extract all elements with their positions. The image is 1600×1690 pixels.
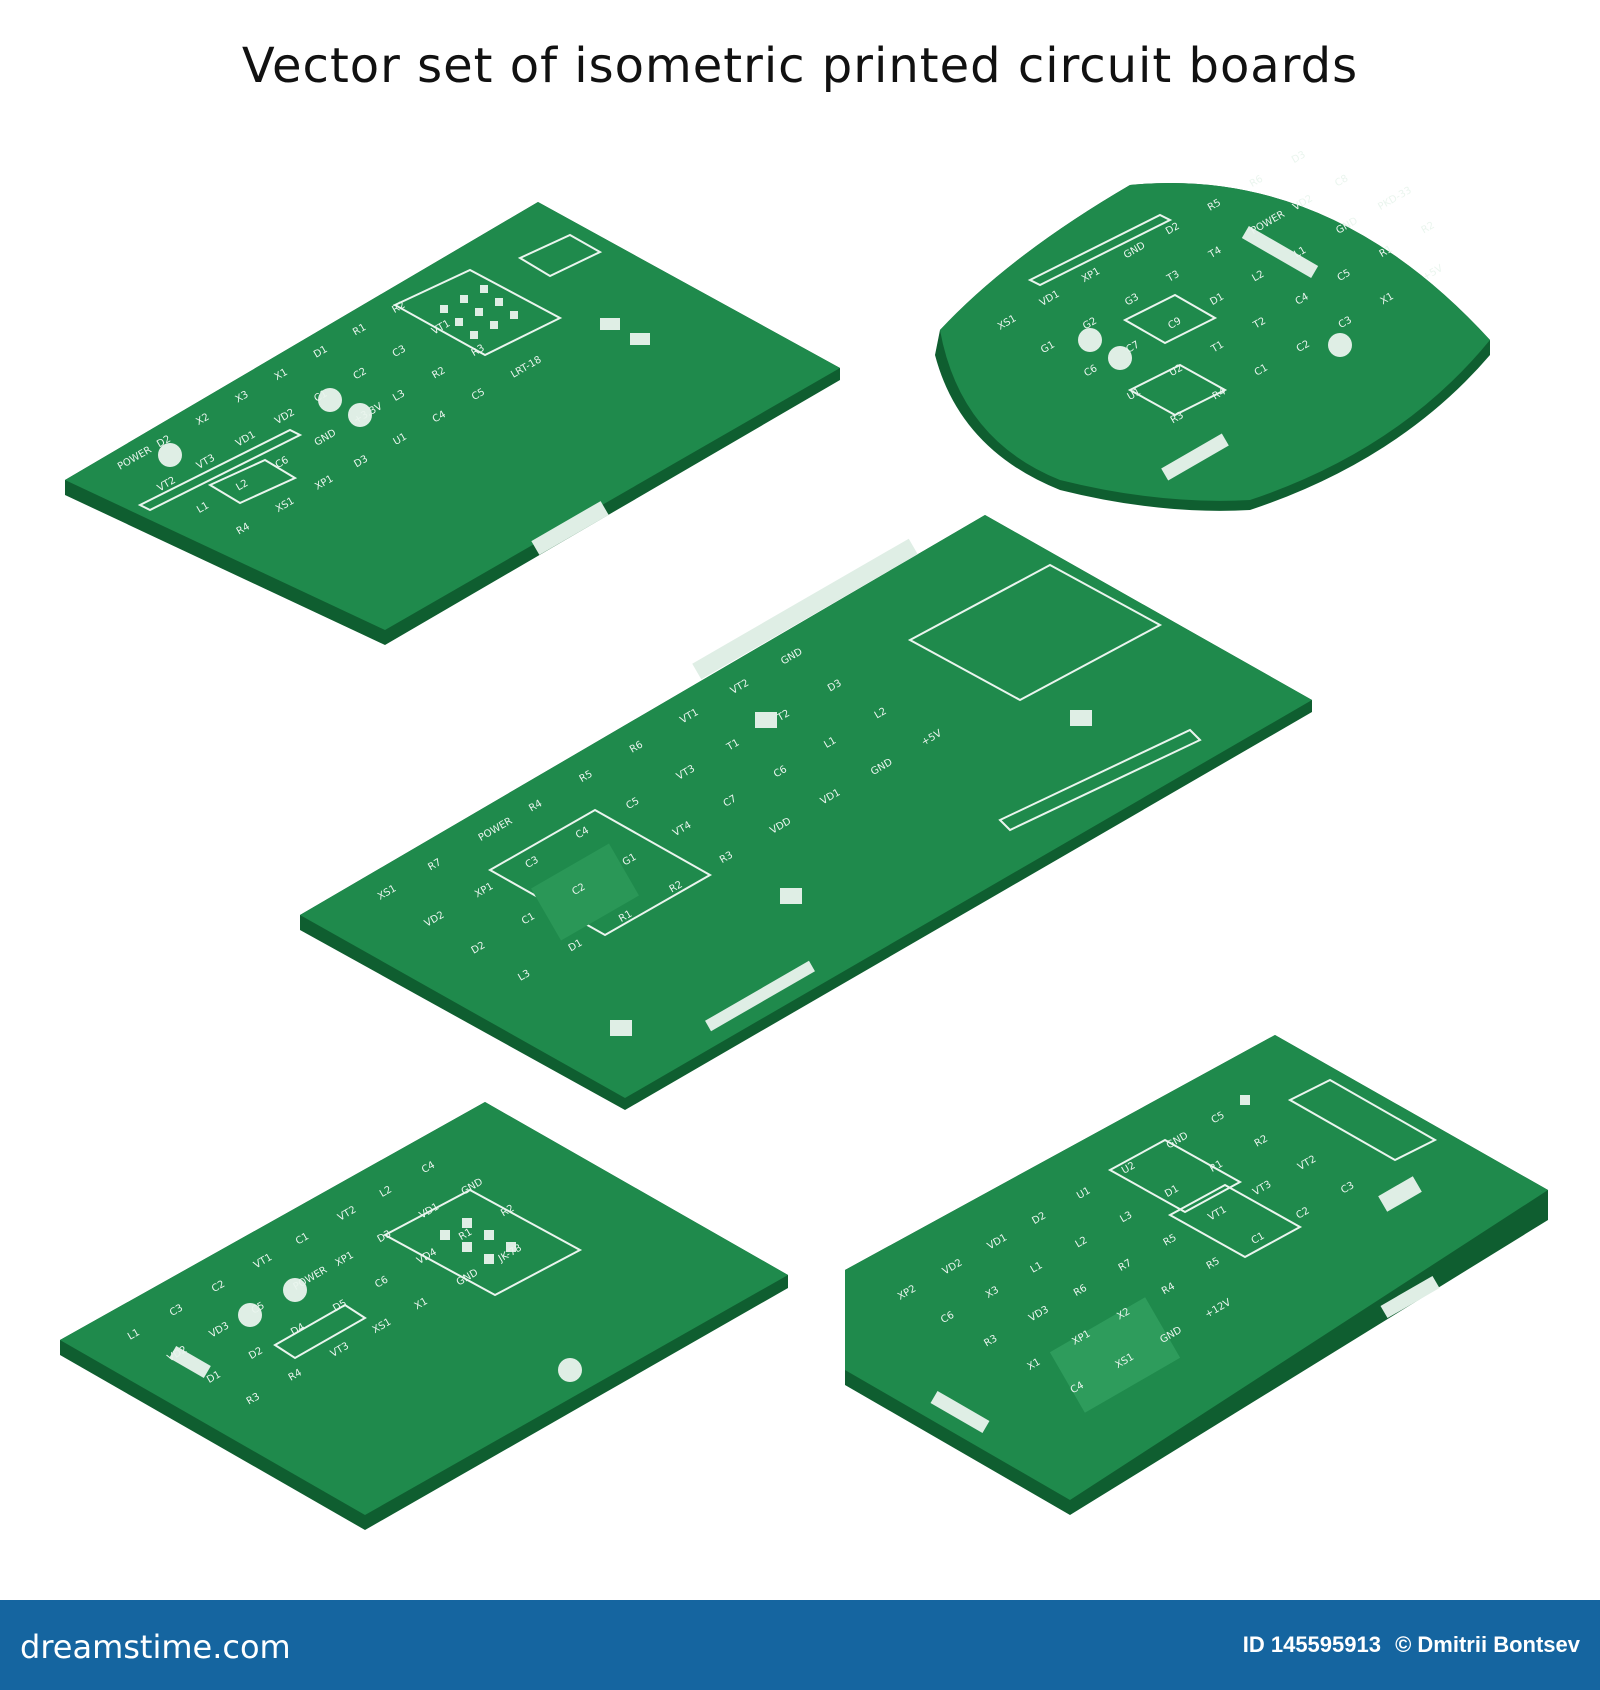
board-5 — [845, 1035, 1548, 1515]
board-2-silk-label: L2 — [1250, 269, 1266, 284]
page-title: Vector set of isometric printed circuit … — [241, 38, 1359, 94]
board-5-silk-label: L2 — [1074, 1235, 1090, 1250]
image-credit: ID 145595913 © Dmitrii Bontsev — [1235, 1632, 1580, 1658]
board-4-silk-label: L2 — [378, 1184, 394, 1199]
brand-logo-text[interactable]: dreamstime.com — [20, 1628, 291, 1666]
board-2-silk-label: R6 — [1248, 174, 1265, 190]
board-3-silk-label: L1 — [822, 735, 838, 750]
author-credit: © Dmitrii Bontsev — [1395, 1632, 1580, 1657]
board-3-silk-label: L2 — [873, 706, 889, 721]
board-4-silk-label: L1 — [126, 1327, 142, 1342]
board-1-silk-label: L2 — [234, 478, 250, 493]
board-4 — [60, 1102, 788, 1530]
board-1 — [65, 202, 840, 645]
board-5-silk-label: L3 — [1118, 1210, 1134, 1225]
board-2-silk-label: +5V — [1421, 263, 1445, 283]
board-2-silk-label: C8 — [1333, 173, 1350, 189]
pcb-illustration: POWERD2X2X3X1D1R1R2VT2VT3VD1VD2C1C2C3VT1… — [60, 149, 1548, 1530]
board-2-silk-label: R2 — [1420, 220, 1437, 236]
footer-bar: dreamstime.com ID 145595913 © Dmitrii Bo… — [0, 1600, 1600, 1690]
board-1-silk-label: L1 — [195, 500, 211, 515]
board-2-silk-label: D3 — [1290, 149, 1308, 166]
board-2-silk-label: L1 — [1292, 245, 1308, 260]
board-3-silk-label: L3 — [516, 968, 532, 983]
board-3 — [300, 515, 1312, 1110]
board-5-silk-label: L1 — [1029, 1260, 1045, 1275]
board-2 — [935, 182, 1490, 511]
image-id: ID 145595913 — [1242, 1632, 1381, 1657]
board-1-silk-label: L3 — [391, 388, 407, 403]
board-2-silk-label: PKD-33 — [1376, 185, 1413, 213]
